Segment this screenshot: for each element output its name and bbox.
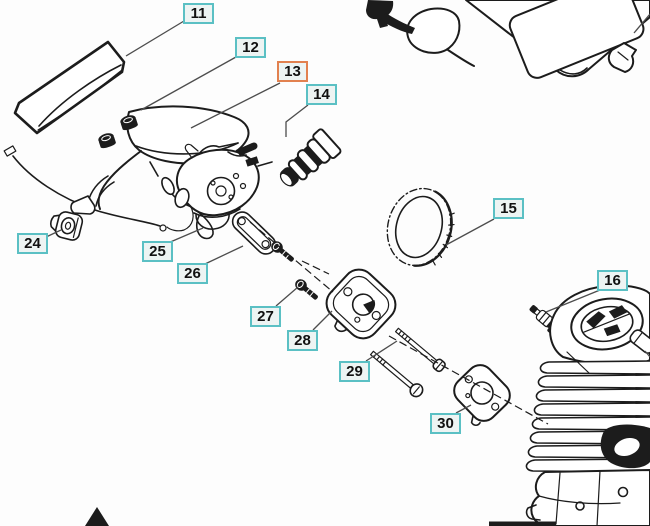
part-label-14[interactable]: 14 — [306, 84, 337, 105]
part-label-16[interactable]: 16 — [597, 270, 628, 291]
part-bolts — [369, 327, 446, 398]
part-carburetor — [174, 142, 273, 230]
part-right-edge-fitting — [629, 329, 650, 358]
part-label-12[interactable]: 12 — [235, 37, 266, 58]
part-label-25[interactable]: 25 — [142, 241, 173, 262]
part-label-26[interactable]: 26 — [177, 263, 208, 284]
part-label-27[interactable]: 27 — [250, 306, 281, 327]
part-intake-flange — [325, 268, 397, 340]
part-air-filter — [13, 40, 126, 135]
cover-clip-icon — [366, 0, 394, 28]
part-intake-boot — [279, 128, 342, 187]
warning-triangle-icon — [85, 507, 109, 526]
flange-nut-icon — [120, 115, 138, 131]
part-oring-seal — [386, 187, 455, 267]
part-label-13[interactable]: 13 — [277, 61, 308, 82]
part-label-29[interactable]: 29 — [339, 361, 370, 382]
assembly-axis-lines — [249, 221, 590, 425]
part-top-cover — [366, 0, 650, 79]
part-label-24[interactable]: 24 — [17, 233, 48, 254]
cutoff-box-edge — [489, 521, 556, 526]
flange-nut-icon — [98, 133, 116, 149]
part-label-28[interactable]: 28 — [287, 330, 318, 351]
part-label-15[interactable]: 15 — [493, 198, 524, 219]
part-grommet — [49, 211, 84, 241]
part-carb-gasket — [231, 211, 277, 255]
part-label-11[interactable]: 11 — [183, 3, 214, 24]
part-screws — [271, 241, 318, 300]
part-label-30[interactable]: 30 — [430, 413, 461, 434]
